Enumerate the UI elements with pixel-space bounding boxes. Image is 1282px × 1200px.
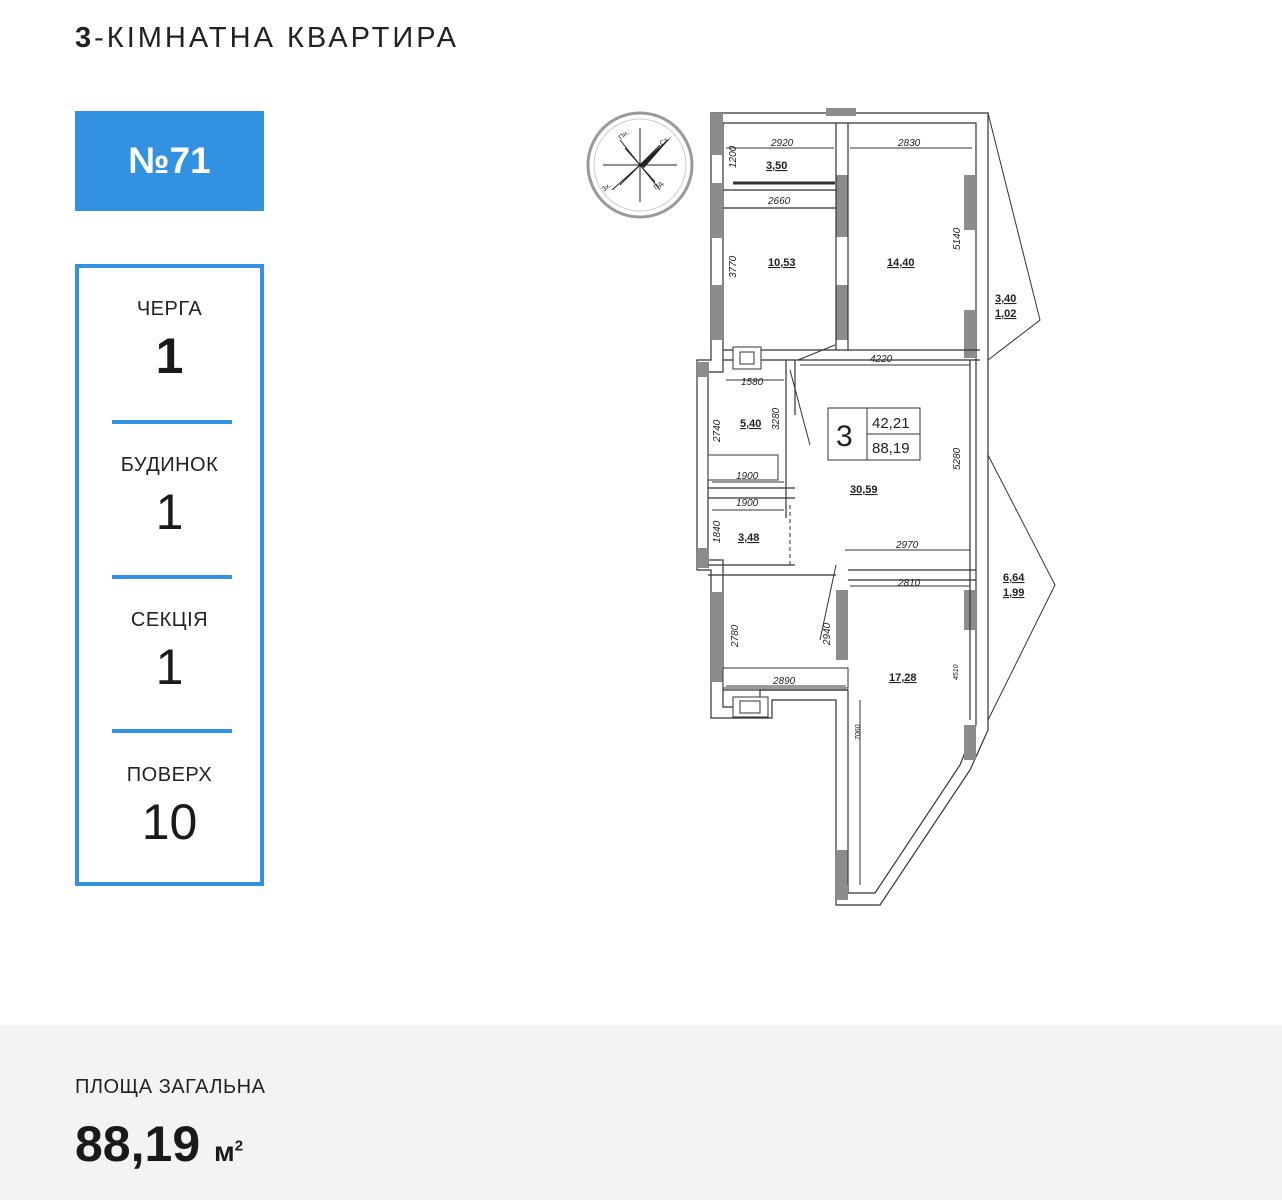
dim-label: 2740 xyxy=(712,419,723,443)
summary-living-area: 42,21 xyxy=(872,415,910,432)
dim-label: 1900 xyxy=(736,498,759,509)
dim-label: 3770 xyxy=(728,255,739,278)
dim-label: 5140 xyxy=(952,227,963,250)
dim-label: 4220 xyxy=(870,354,893,365)
summary-rooms: 3 xyxy=(836,420,853,453)
dim-label: 1840 xyxy=(712,520,723,543)
room-area-living: 30,59 xyxy=(850,484,878,496)
section-label: СЕКЦІЯ xyxy=(130,609,209,631)
title-text: -КІМНАТНА КВАРТИРА xyxy=(94,22,459,54)
room-areas: 3,50 10,53 14,40 5,40 3,48 30,59 17,28 3… xyxy=(738,160,1025,684)
dim-label: 2780 xyxy=(730,624,741,648)
door-swings xyxy=(789,344,861,885)
balcony-2-reduced: 1,99 xyxy=(1003,587,1024,599)
info-separator xyxy=(112,729,232,733)
footer-area-panel: ПЛОЩА ЗАГАЛЬНА 88,19 м2 xyxy=(0,1025,1282,1200)
dim-label: 2970 xyxy=(895,540,919,551)
page-title: 3-КІМНАТНА КВАРТИРА xyxy=(75,22,459,55)
dim-label: 5280 xyxy=(952,447,963,470)
room-area-bathroom-1: 5,40 xyxy=(740,418,761,430)
queue-label: ЧЕРГА xyxy=(136,298,203,320)
rooms-count: 3 xyxy=(75,22,95,54)
dim-label: 2660 xyxy=(767,196,791,207)
dim-label: 4510 xyxy=(953,664,960,680)
info-panel: ЧЕРГА 1 БУДИНОК 1 СЕКЦІЯ 1 ПОВЕРХ 10 xyxy=(75,264,264,886)
dim-label: 3280 xyxy=(771,407,782,430)
queue-info: ЧЕРГА 1 xyxy=(79,298,260,381)
room-area-storage: 3,50 xyxy=(766,160,787,172)
floor-plan: Пн. Сх. Пд. Зх. xyxy=(586,108,1056,906)
balconies xyxy=(987,112,1056,721)
room-area-bedroom-3: 17,28 xyxy=(889,672,917,684)
compass-icon: Пн. Сх. Пд. Зх. xyxy=(586,111,694,219)
dimension-lines xyxy=(712,147,972,687)
balcony-1-reduced: 1,02 xyxy=(995,308,1016,320)
dim-label: 2940 xyxy=(822,622,833,646)
apartment-summary-box: 3 42,21 88,19 xyxy=(827,407,921,461)
dim-label: 2830 xyxy=(897,138,921,149)
dim-label: 1580 xyxy=(741,377,764,388)
building-info: БУДИНОК 1 xyxy=(79,454,260,537)
dim-label: 1900 xyxy=(736,471,759,482)
dim-label: 2920 xyxy=(770,138,794,149)
queue-value: 1 xyxy=(155,328,184,384)
floor-info: ПОВЕРХ 10 xyxy=(79,764,260,847)
total-area-number: 88,19 xyxy=(75,1116,201,1172)
total-area-label: ПЛОЩА ЗАГАЛЬНА xyxy=(75,1076,266,1098)
dim-label: 7060 xyxy=(855,724,862,740)
section-info: СЕКЦІЯ 1 xyxy=(79,609,260,692)
info-separator xyxy=(112,420,232,424)
total-area-value: 88,19 м2 xyxy=(75,1115,243,1173)
area-unit: м2 xyxy=(214,1136,243,1167)
fixtures xyxy=(707,346,849,718)
summary-total-area: 88,19 xyxy=(872,440,910,457)
apartment-number-badge: №71 xyxy=(75,111,264,211)
area-unit-sup: 2 xyxy=(234,1137,244,1155)
floor-label: ПОВЕРХ xyxy=(126,764,213,786)
section-value: 1 xyxy=(155,639,184,695)
dim-label: 2810 xyxy=(897,578,921,589)
dimension-labels: 2920 2830 1200 2660 3770 5140 4220 1580 … xyxy=(712,138,963,740)
info-separator xyxy=(112,575,232,579)
area-unit-text: м xyxy=(214,1136,235,1167)
balcony-2-area: 6,64 xyxy=(1003,572,1025,584)
room-area-bathroom-2: 3,48 xyxy=(738,532,759,544)
floor-value: 10 xyxy=(141,794,198,850)
compass-west: Зх. xyxy=(601,182,613,194)
building-label: БУДИНОК xyxy=(120,454,219,476)
dim-label: 1200 xyxy=(728,145,739,168)
balcony-1-area: 3,40 xyxy=(995,293,1016,305)
room-area-bedroom-1: 10,53 xyxy=(768,257,796,269)
building-value: 1 xyxy=(155,484,184,540)
wall-fills xyxy=(697,108,976,900)
dim-label: 2890 xyxy=(772,676,796,687)
room-area-bedroom-2: 14,40 xyxy=(887,257,915,269)
